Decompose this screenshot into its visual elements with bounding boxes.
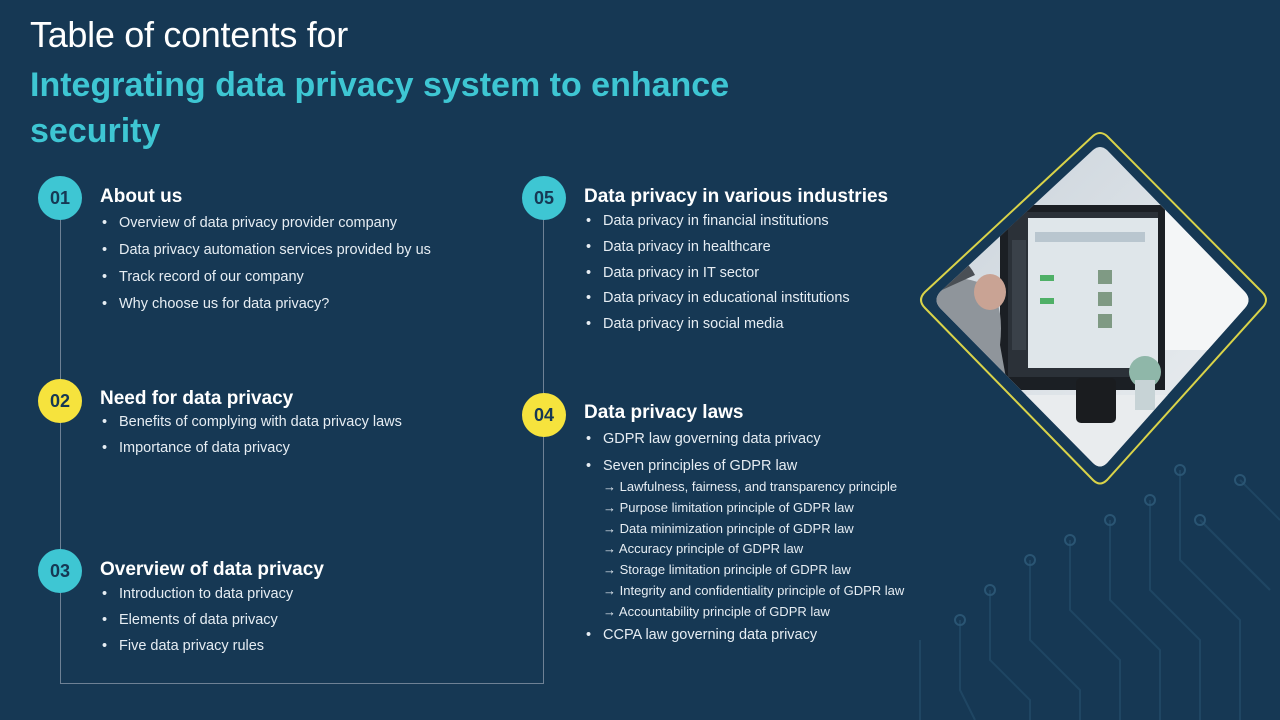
list-item: Data privacy in healthcare [584, 239, 850, 265]
principle-item: → Integrity and confidentiality principl… [603, 582, 905, 598]
section-list-data-privacy-in-various-industries: Data privacy in financial institutions D… [584, 213, 850, 342]
section-badge-03: 03 [38, 549, 82, 593]
list-item: Data privacy in educational institutions [584, 290, 850, 316]
list-item: Data privacy in IT sector [584, 265, 850, 291]
list-item: Track record of our company [100, 269, 431, 296]
principle-item: → Data minimization principle of GDPR la… [603, 520, 854, 536]
list-item: GDPR law governing data privacy [584, 431, 904, 458]
list-item: Elements of data privacy [100, 612, 293, 638]
list-item: Data privacy in social media [584, 316, 850, 342]
section-heading-need-for-data-privacy: Need for data privacy [100, 388, 294, 409]
section-badge-01: 01 [38, 176, 82, 220]
section-heading-overview-of-data-privacy: Overview of data privacy [100, 559, 324, 580]
list-item-text: Seven principles of GDPR law [603, 458, 798, 474]
section-badge-02: 02 [38, 379, 82, 423]
section-heading-data-privacy-in-various-industries: Data privacy in various industries [584, 186, 889, 207]
title-line-1: Table of contents for [30, 14, 348, 55]
principle-item: → Purpose limitation principle of GDPR l… [603, 499, 854, 515]
list-item: Five data privacy rules [100, 638, 293, 664]
list-item: Introduction to data privacy [100, 586, 293, 612]
section-list-about-us: Overview of data privacy provider compan… [100, 215, 431, 323]
list-item: Overview of data privacy provider compan… [100, 215, 431, 242]
principle-list: → Lawfulness, fairness, and transparency… [603, 477, 904, 623]
section-badge-05: 05 [522, 176, 566, 220]
principle-item: → Storage limitation principle of GDPR l… [603, 562, 851, 578]
section-heading-data-privacy-laws: Data privacy laws [584, 402, 744, 423]
principle-item: → Accountability principle of GDPR law [603, 603, 830, 619]
list-item: CCPA law governing data privacy [584, 627, 904, 647]
list-item: Data privacy in financial institutions [584, 213, 850, 239]
principle-item: → Accuracy principle of GDPR law [603, 541, 804, 557]
section-list-overview-of-data-privacy: Introduction to data privacy Elements of… [100, 586, 293, 664]
principle-item: → Lawfulness, fairness, and transparency… [603, 479, 898, 494]
list-item: Benefits of complying with data privacy … [100, 414, 402, 440]
list-item: Seven principles of GDPR law → Lawfulnes… [584, 458, 904, 623]
section-list-data-privacy-laws: GDPR law governing data privacy Seven pr… [584, 431, 904, 647]
title-line-2: Integrating data privacy system to enhan… [30, 66, 730, 150]
list-item: Importance of data privacy [100, 440, 402, 466]
list-item: Data privacy automation services provide… [100, 242, 431, 269]
section-list-need-for-data-privacy: Benefits of complying with data privacy … [100, 414, 402, 466]
list-item: Why choose us for data privacy? [100, 296, 431, 323]
timeline-frame [60, 197, 544, 684]
section-badge-04: 04 [522, 393, 566, 437]
section-heading-about-us: About us [100, 186, 183, 207]
